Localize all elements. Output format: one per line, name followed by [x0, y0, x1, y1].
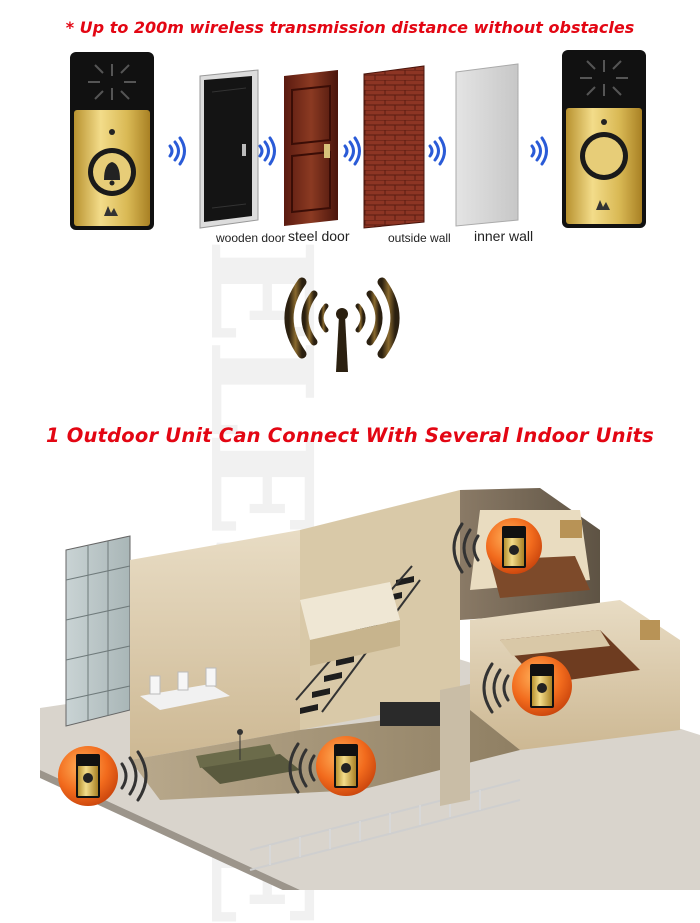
wireless-antenna-icon [284, 277, 400, 372]
headline-top: * Up to 200m wireless transmission dista… [65, 18, 635, 37]
indoor-unit-right [562, 50, 646, 228]
obstacle-label-steel-door: steel door [288, 228, 350, 244]
obstacle-label-inner-wall: inner wall [474, 228, 534, 244]
outdoor-unit-left [70, 52, 154, 230]
headline-mid: 1 Outdoor Unit Can Connect With Several … [46, 424, 654, 447]
steel-door-image [284, 70, 338, 226]
outside-wall-image [363, 65, 425, 229]
indoor-unit-badge-lower [482, 656, 572, 716]
transmission-diagram [70, 50, 646, 230]
inner-wall-image [455, 63, 519, 227]
house-cutaway-illustration [40, 488, 700, 890]
indoor-unit-badge-living [288, 736, 376, 796]
signal-icon [168, 136, 548, 166]
obstacle-label-wooden-door: wooden door [216, 231, 286, 245]
obstacle-label-outside-wall: outside wall [388, 231, 451, 245]
outdoor-unit-badge [58, 746, 148, 806]
wooden-door-image [199, 69, 259, 229]
indoor-unit-badge-upper [452, 518, 542, 574]
